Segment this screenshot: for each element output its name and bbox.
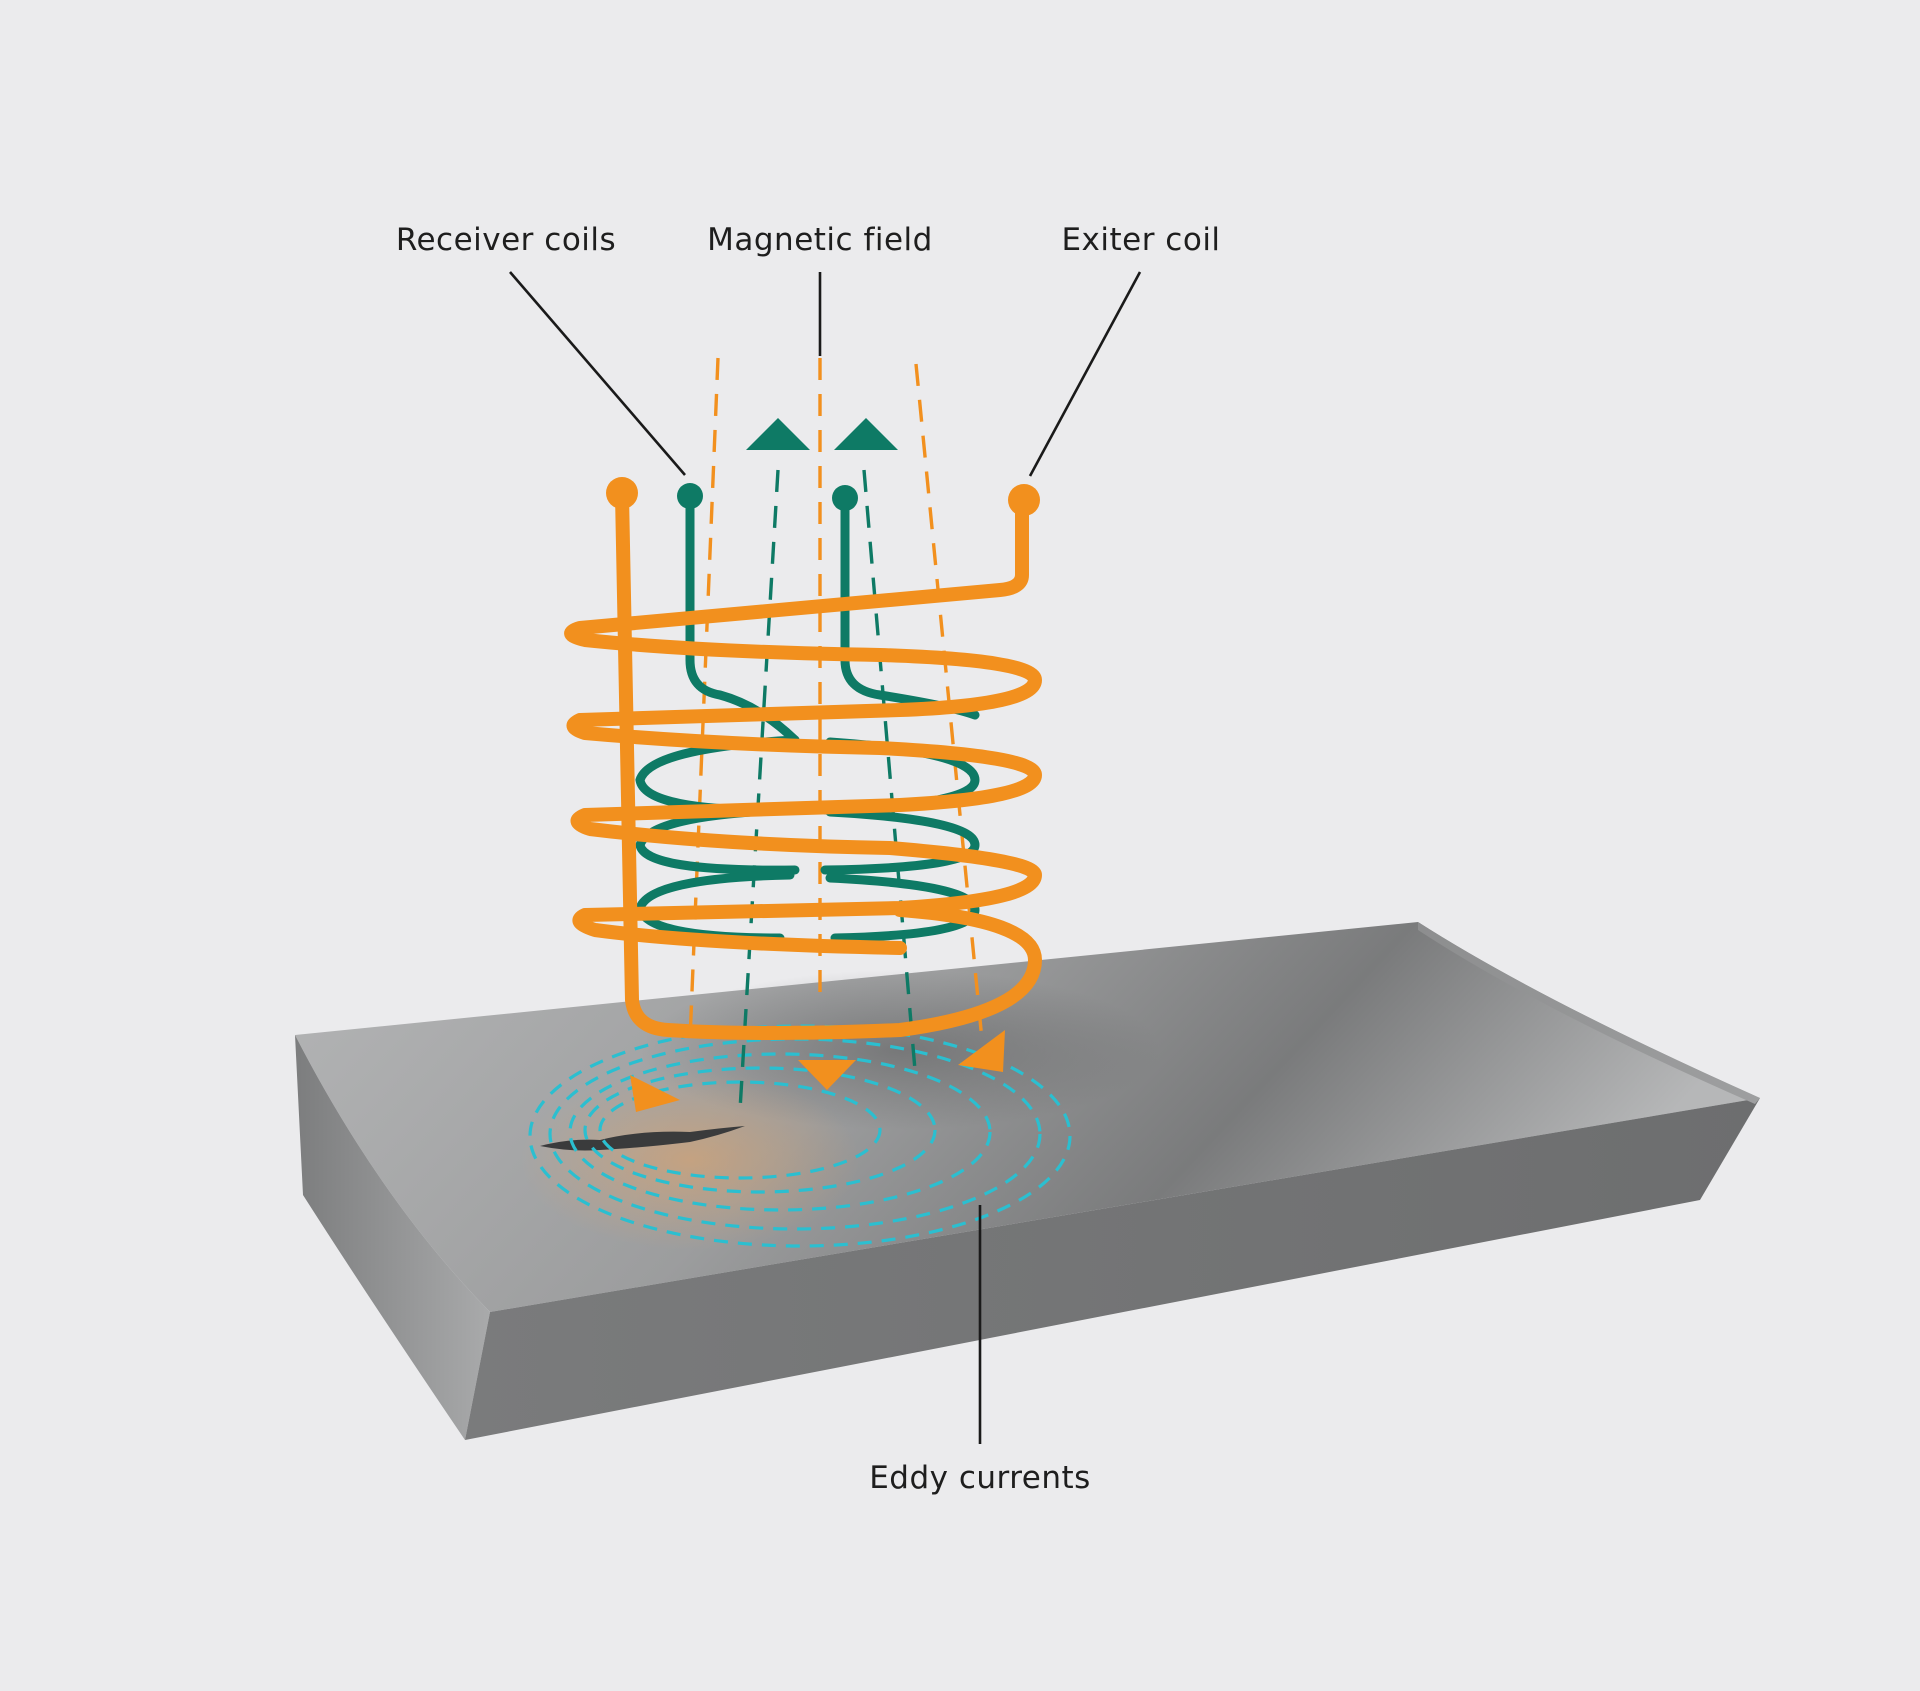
eddy-currents-label: Eddy currents <box>869 1460 1091 1496</box>
triangle-down-icon <box>958 1030 1005 1072</box>
receiver-coil-terminal-right <box>832 485 858 511</box>
receiver-coils-label: Receiver coils <box>396 222 616 258</box>
magnetic-field-label: Magnetic field <box>707 222 933 258</box>
eddy-loop-2 <box>583 1066 937 1194</box>
triangle-up-icon <box>834 418 898 450</box>
exciter-coil-label: Exiter coil <box>1061 222 1220 258</box>
metal-workpiece <box>295 922 1760 1440</box>
triangle-down-icon <box>630 1075 680 1112</box>
eddy-loop-3 <box>568 1052 992 1212</box>
receiver-coils-leader <box>509 271 686 476</box>
exciter-coil-terminal-right <box>1008 484 1040 516</box>
labels: Receiver coils Magnetic field Exiter coi… <box>396 222 1220 1496</box>
eddy-loop-5 <box>528 1024 1072 1248</box>
induction-glow <box>520 1070 860 1250</box>
exciter-coil <box>564 477 1042 1040</box>
exciter-coil-turns <box>564 500 1042 955</box>
surface-crack <box>540 1126 745 1151</box>
receiver-coil-left-lead <box>685 490 800 745</box>
workpiece-front-face <box>465 1098 1760 1440</box>
workpiece-end-face <box>295 1035 490 1440</box>
exciter-coil-terminal-left <box>606 477 638 509</box>
field-line-orange-left <box>688 357 720 1041</box>
triangle-up-icon <box>746 418 810 450</box>
triangle-down-icon <box>798 1060 856 1090</box>
exciter-coil-left-lead <box>615 488 1042 1040</box>
workpiece-right-end <box>1418 922 1760 1104</box>
field-arrows <box>630 418 1005 1112</box>
receiver-coil-terminal-left <box>677 483 703 509</box>
leader-lines <box>509 271 1142 1444</box>
exciter-coil-leader <box>1028 271 1142 477</box>
field-line-green-right <box>862 469 917 1071</box>
